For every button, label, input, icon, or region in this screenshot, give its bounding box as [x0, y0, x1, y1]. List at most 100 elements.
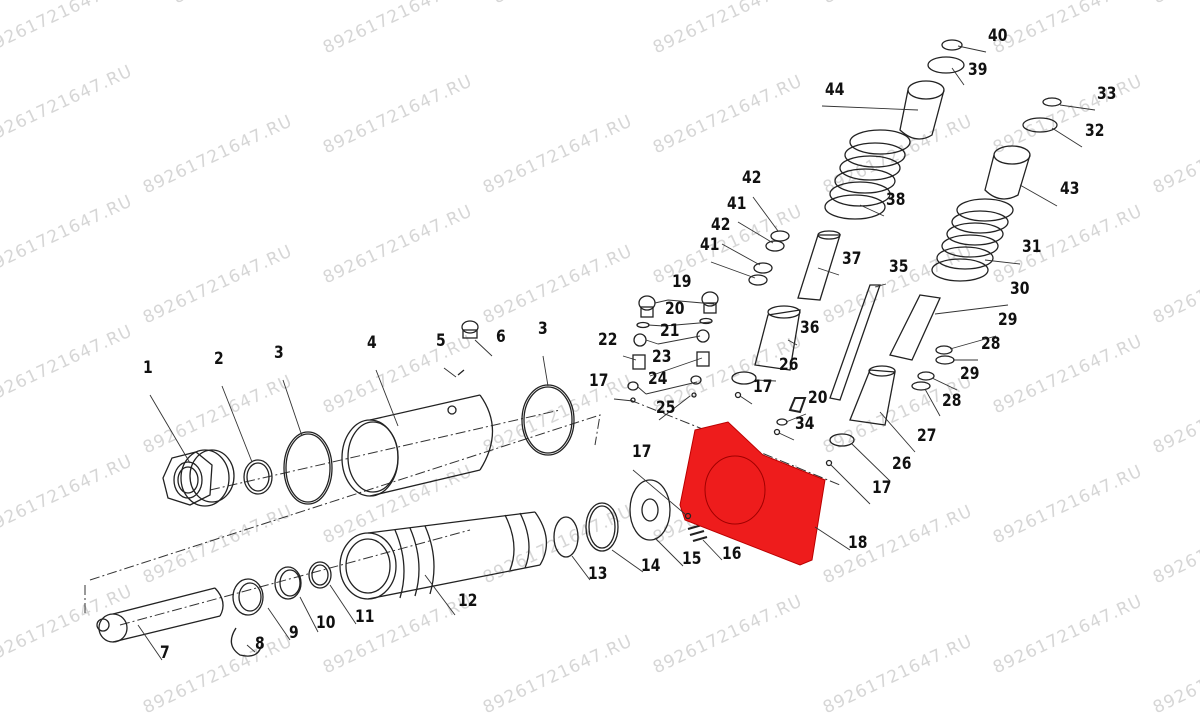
part-14-seal: [585, 502, 619, 552]
part-6-plug: [461, 320, 479, 339]
part-44-sleeve: [899, 80, 945, 140]
part-label-9: 9: [289, 623, 299, 643]
part-label-23: 23: [652, 347, 672, 367]
part-37-stem: [797, 230, 841, 301]
part-label-13: 13: [588, 564, 608, 584]
part-label-28a: 28: [981, 334, 1001, 354]
part-30-stem: [889, 294, 941, 361]
part-label-17b: 17: [632, 442, 652, 462]
part-label-7: 7: [160, 643, 170, 663]
part-label-21: 21: [660, 321, 680, 341]
part-17-ball-2: [825, 459, 833, 467]
part-label-6: 6: [496, 327, 506, 347]
part-spring-small: [788, 397, 807, 414]
part-label-2: 2: [214, 349, 224, 369]
part-15-washer: [629, 479, 671, 541]
part-label-3b: 3: [538, 319, 548, 339]
part-26-washer-2: [829, 433, 855, 447]
part-label-39: 39: [968, 60, 988, 80]
assembly-axis-lines: [84, 399, 841, 626]
part-label-25: 25: [656, 398, 676, 418]
part-33-ring: [1042, 97, 1062, 107]
part-label-17a: 17: [589, 371, 609, 391]
part-label-30: 30: [1010, 279, 1030, 299]
part-label-44: 44: [825, 80, 845, 100]
part-label-34: 34: [795, 414, 815, 434]
part-label-8: 8: [255, 634, 265, 654]
part-label-14: 14: [641, 556, 661, 576]
part-label-28b: 28: [942, 391, 962, 411]
part-20-seal: [776, 418, 788, 426]
part-label-43: 43: [1060, 179, 1080, 199]
part-10-seal: [274, 566, 302, 600]
part-41-ring: [765, 240, 785, 252]
part-41-ring-2: [748, 274, 768, 286]
part-label-38: 38: [886, 190, 906, 210]
part-label-5: 5: [436, 331, 446, 351]
part-18-pump-body-highlighted: [679, 421, 826, 566]
part-35-pin: [829, 284, 881, 401]
part-1-gland-nut: [162, 449, 235, 507]
part-12-ram: [339, 511, 547, 600]
part-label-20b: 20: [808, 388, 828, 408]
part-label-41a: 41: [727, 194, 747, 214]
part-label-11: 11: [355, 607, 375, 627]
part-label-15: 15: [682, 549, 702, 569]
part-40-ring: [941, 39, 963, 51]
part-2-ring: [243, 459, 273, 495]
part-label-33: 33: [1097, 84, 1117, 104]
part-label-26b: 26: [892, 454, 912, 474]
part-label-18: 18: [848, 533, 868, 553]
leader-lines: [137, 45, 1096, 661]
part-label-35: 35: [889, 257, 909, 277]
part-label-36: 36: [800, 318, 820, 338]
part-29-ring-2: [917, 371, 935, 381]
part-39-cap: [927, 56, 965, 74]
part-label-24: 24: [648, 369, 668, 389]
part-8-snap-ring: [230, 627, 263, 657]
part-11-ring: [308, 561, 332, 589]
part-label-1: 1: [143, 358, 153, 378]
part-label-17d: 17: [872, 478, 892, 498]
part-17-ball: [734, 391, 742, 399]
part-label-42b: 42: [711, 215, 731, 235]
part-36-plunger-sleeve: [754, 305, 801, 371]
valve-stack-right: [690, 291, 719, 398]
part-13-ring: [553, 516, 579, 558]
part-34-ball: [773, 428, 781, 436]
part-label-40: 40: [988, 26, 1008, 46]
part-label-29a: 29: [998, 310, 1018, 330]
part-label-4: 4: [367, 333, 377, 353]
part-26-washer: [731, 371, 757, 385]
part-label-27: 27: [917, 426, 937, 446]
part-32-cap: [1022, 117, 1058, 133]
part-3-o-ring: [283, 431, 333, 505]
part-5-pin: [457, 369, 465, 376]
part-label-32: 32: [1085, 121, 1105, 141]
part-7-piston-rod: [96, 587, 224, 643]
part-28-ring-2: [911, 381, 931, 391]
part-4-cylinder-tube: [341, 394, 494, 497]
part-label-37: 37: [842, 249, 862, 269]
part-27-plunger: [849, 365, 896, 426]
part-label-26a: 26: [779, 355, 799, 375]
part-42-ring-2: [753, 262, 773, 274]
part-43-sleeve: [984, 145, 1031, 200]
part-label-3: 3: [274, 343, 284, 363]
part-9-bushing: [232, 578, 264, 616]
part-label-29b: 29: [960, 364, 980, 384]
part-29-ring: [935, 345, 953, 355]
part-label-42a: 42: [742, 168, 762, 188]
part-label-12: 12: [458, 591, 478, 611]
part-label-16: 16: [722, 544, 742, 564]
part-38-spring: [824, 129, 911, 220]
part-42-ring: [770, 230, 790, 242]
part-label-22: 22: [598, 330, 618, 350]
part-31-spring: [931, 198, 1014, 282]
part-28-ring: [935, 355, 955, 365]
part-label-20a: 20: [665, 299, 685, 319]
part-label-17c: 17: [753, 377, 773, 397]
part-label-10: 10: [316, 613, 336, 633]
